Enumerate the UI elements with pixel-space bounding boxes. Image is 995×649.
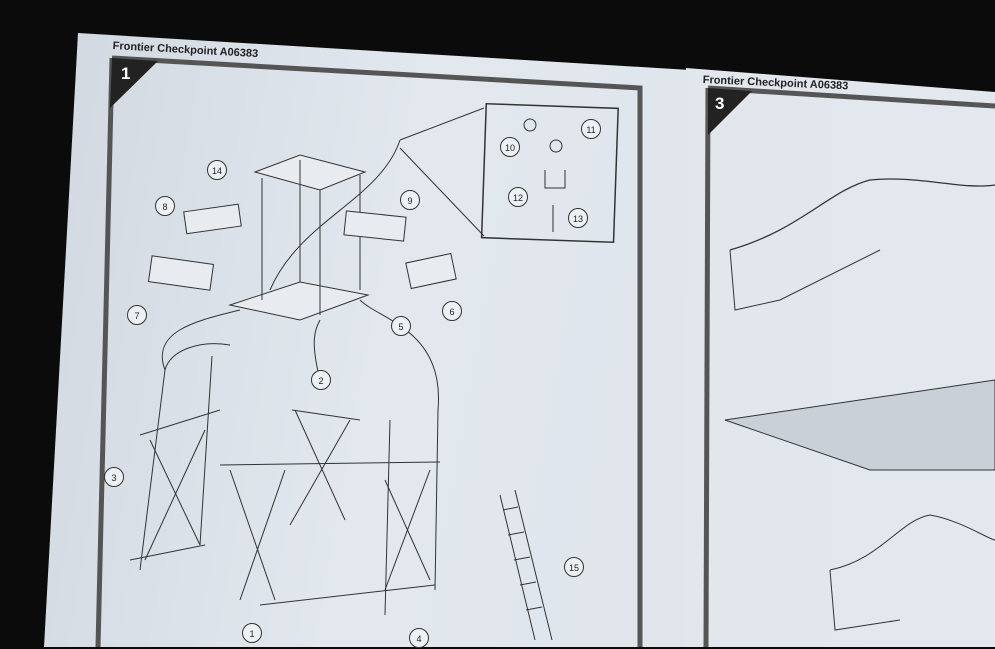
roof-platform bbox=[253, 154, 367, 191]
part-callout: 6 bbox=[442, 301, 462, 321]
step-1-frame bbox=[111, 55, 643, 647]
inset-detail-box bbox=[480, 102, 619, 244]
step-3-badge bbox=[708, 88, 752, 135]
part-callout: 9 bbox=[400, 190, 420, 210]
part-callout: 13 bbox=[568, 208, 588, 228]
step-number: 1 bbox=[121, 64, 131, 83]
step-1-badge bbox=[110, 58, 158, 108]
part-callout: 10 bbox=[500, 137, 520, 157]
part-callout: 14 bbox=[207, 160, 227, 180]
part-callout: 8 bbox=[155, 196, 175, 216]
part-callout: 7 bbox=[127, 305, 147, 325]
part-callout: 4 bbox=[409, 628, 429, 648]
part-callout: 12 bbox=[508, 187, 528, 207]
part-callout: 2 bbox=[311, 370, 331, 390]
part-callout: 3 bbox=[104, 467, 124, 487]
floor-platform bbox=[228, 281, 370, 321]
part-callout: 15 bbox=[564, 557, 584, 577]
part-callout: 11 bbox=[581, 119, 601, 139]
step-number: 3 bbox=[715, 94, 725, 113]
part-callout: 1 bbox=[242, 623, 262, 643]
part-callout: 5 bbox=[391, 316, 411, 336]
step-3-frame bbox=[707, 85, 995, 109]
